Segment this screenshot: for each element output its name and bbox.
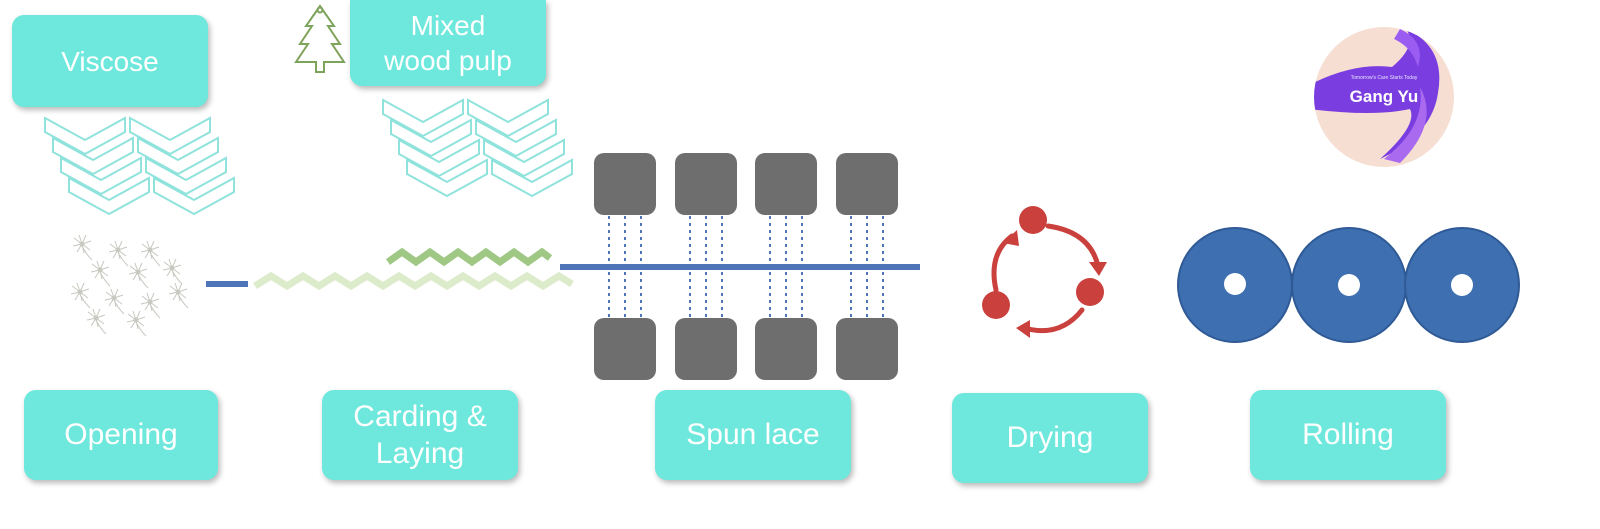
roll-icon (1177, 227, 1520, 343)
viscose-chevron-stack-icon (45, 118, 234, 214)
step-carding-line2: Laying (375, 437, 465, 470)
step-rolling: Rolling (1250, 390, 1446, 480)
tree-icon (294, 4, 346, 73)
step-spunlace: Spun lace (655, 390, 851, 480)
wood-pulp-chevron-stack-icon (383, 100, 572, 196)
zigzag-web-icon (253, 247, 574, 291)
fiber-line-main (560, 264, 920, 270)
spunlace-rollers (594, 153, 898, 380)
logo-tagline: Tomorrow's Care Starts Today (1350, 75, 1418, 81)
step-rolling-text: Rolling (1302, 418, 1394, 452)
brand-logo: Tomorrow's Care Starts Today Gang Yu (1314, 27, 1454, 167)
viscose-label-text: Viscose (61, 45, 159, 77)
step-carding-line1: Carding & (353, 399, 487, 433)
step-spunlace-text: Spun lace (686, 418, 820, 452)
logo-name: Gang Yu (1349, 87, 1419, 106)
logo-swirl-icon (1314, 29, 1440, 163)
step-drying: Drying (952, 393, 1148, 483)
step-opening: Opening (24, 390, 218, 480)
water-jets (608, 216, 884, 318)
recycle-arrows-icon (982, 206, 1107, 338)
fiber-line-short (206, 281, 248, 287)
wood-pulp-label: Mixed wood pulp (350, 0, 546, 86)
wood-pulp-label-line2: wood pulp (384, 45, 512, 76)
wood-pulp-label-line1: Mixed (410, 10, 486, 41)
dandelion-fibers-icon (70, 234, 189, 337)
step-drying-text: Drying (1006, 421, 1094, 455)
step-carding-laying: Carding & Laying (322, 390, 518, 480)
viscose-label: Viscose (12, 15, 208, 107)
step-opening-text: Opening (64, 418, 178, 452)
